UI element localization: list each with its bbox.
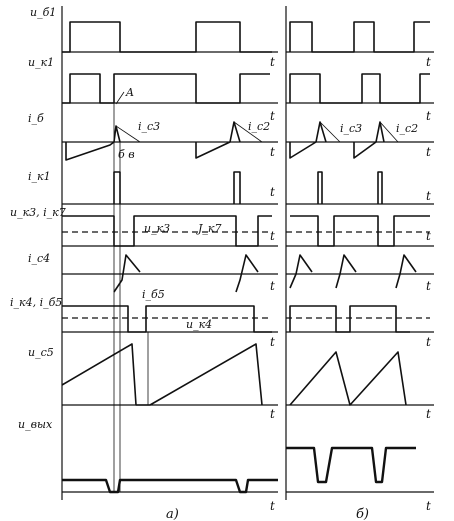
annotation-ic2-b: i_c2 [396,122,418,135]
time-label-b-5: t [426,229,431,243]
time-label-b-3: t [426,145,431,159]
annotation-uk3: u_к3 [144,222,170,235]
row-ib-b [286,121,434,159]
annotation-uk4: u_к4 [186,318,212,331]
time-label-a-9: t [270,499,275,513]
row-uc5-b [286,351,434,406]
label-row-1: u_б1 [30,6,56,19]
annotation-point-a-leader [115,91,125,105]
time-label-b-6: t [426,279,431,293]
time-label-a-3: t [270,145,275,159]
time-label-b-2: t [426,109,431,123]
row-ik4-b [286,305,434,333]
label-row-7: i_к4, i_б5 [10,296,62,309]
time-label-b-7: t [426,335,431,349]
label-row-3: i_б [28,112,44,125]
time-label-a-1: t [270,55,275,69]
panel-b [285,6,434,500]
label-row-9: u_вых [18,418,53,431]
row-ic4-b [286,254,434,289]
caption-a: а) [166,507,179,521]
row-uout-a [62,478,278,494]
annotation-ik7: J_к7 [196,222,221,235]
row-ik1-b [286,171,434,205]
row-ub1-b [286,21,434,53]
time-label-a-7: t [270,335,275,349]
annotation-ic2-a: i_c2 [248,120,270,133]
row-uout-b [286,446,434,493]
row-ik4-a [62,305,278,333]
row-uc5-a [61,332,278,406]
row-uk1-a [62,73,278,104]
row-ib-a [62,121,278,161]
time-label-b-8: t [426,407,431,421]
row-ic4-a [62,254,278,293]
label-row-8: u_с5 [28,346,54,359]
label-row-6: i_с4 [28,252,50,265]
row-uk3-b [286,215,434,247]
row-ub1-a [62,21,278,53]
annotation-ib5: i_б5 [142,288,165,301]
time-label-b-4: t [426,189,431,203]
time-label-a-2: t [270,109,275,123]
label-row-5: u_к3, i_к7 [10,206,66,219]
label-row-2: u_к1 [28,56,54,69]
time-label-a-6: t [270,279,275,293]
annotation-point-a: A [125,86,134,99]
time-label-b-1: t [426,55,431,69]
time-label-a-5: t [270,229,275,243]
annotation-ic3-b: i_c3 [340,122,362,135]
time-label-b-9: t [426,499,431,513]
time-label-a-8: t [270,407,275,421]
time-label-a-4: t [270,185,275,199]
annotation-points-bv: б в [118,148,135,161]
annotation-ic3-a: i_c3 [138,120,160,133]
row-uk1-b [286,73,434,104]
panel-a [61,6,278,500]
caption-b: б) [356,507,369,521]
label-row-4: i_к1 [28,170,51,183]
row-ik1-a [62,171,278,205]
